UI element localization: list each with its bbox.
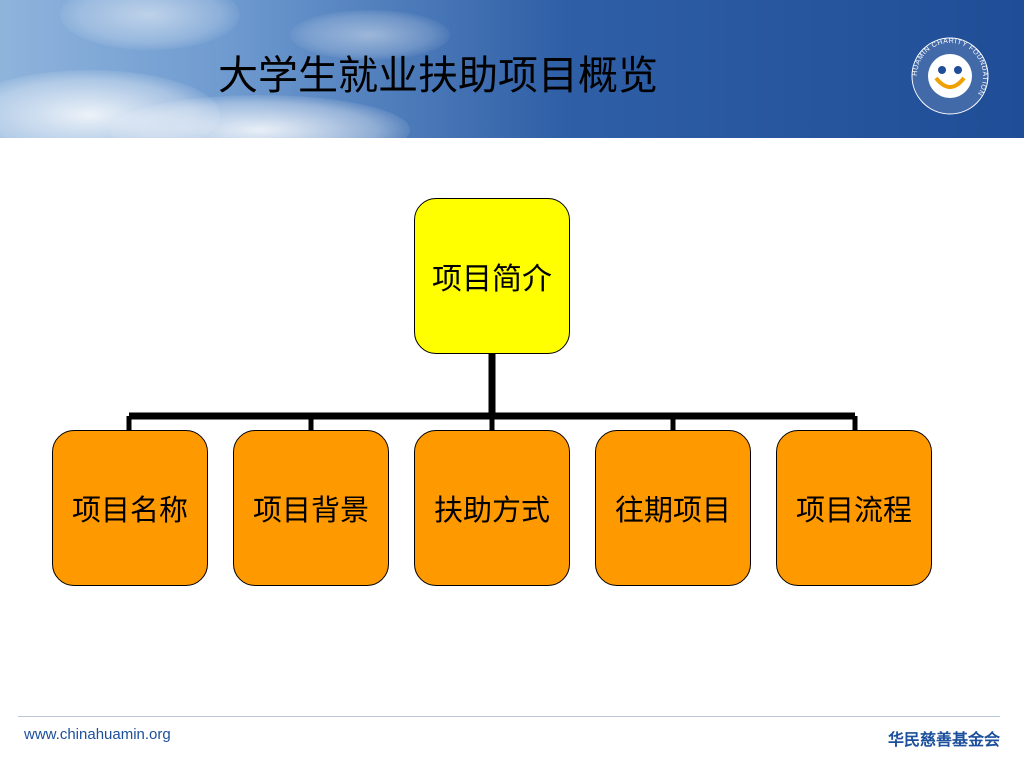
footer-organization-name: 华民慈善基金会 [887, 730, 1000, 749]
node-project-background: 项目背景 [233, 430, 389, 586]
node-support-method: 扶助方式 [414, 430, 570, 586]
node-project-name: 项目名称 [52, 430, 208, 586]
slide-header [0, 0, 1024, 138]
slide-title: 大学生就业扶助项目概览 [218, 53, 658, 99]
node-project-process: 项目流程 [776, 430, 932, 586]
cloud-decoration [290, 10, 450, 60]
huamin-charity-logo: HUAMIN CHARITY FOUNDATION [911, 37, 989, 115]
node-past-projects: 往期项目 [595, 430, 751, 586]
footer-divider [18, 716, 1000, 717]
footer-website-url: www.chinahuamin.org [24, 726, 171, 743]
node-root-project-intro: 项目简介 [414, 198, 570, 354]
